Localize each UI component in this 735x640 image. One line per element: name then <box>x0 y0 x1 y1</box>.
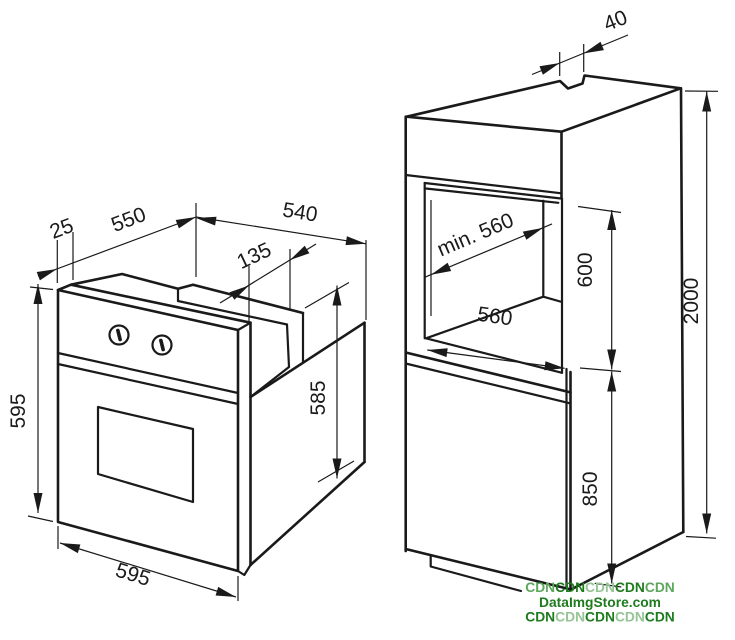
cabinet-side-top-edge <box>560 87 682 133</box>
oven-deck-front-edge <box>176 299 289 326</box>
cabinet-plinth <box>429 554 523 593</box>
niche-top-edge <box>423 181 564 200</box>
dim-label-total-height: 2000 <box>680 278 703 325</box>
cabinet-bottom-front-edge <box>404 547 573 591</box>
oven-door-top-band-right <box>236 321 252 332</box>
oven-drawing <box>56 272 366 577</box>
dim-label-oven-depth: 550 <box>108 203 149 237</box>
oven-knob-left <box>108 324 130 346</box>
oven-door-front <box>56 288 240 573</box>
dim-label-notch-width: 40 <box>600 6 630 36</box>
dim-label-body-depth: 540 <box>281 198 319 226</box>
watermark-brand: DataImgStore.com <box>539 595 661 610</box>
cabinet-base-band-bottom <box>404 362 572 405</box>
cabinet-worktop-band-bottom <box>404 173 563 195</box>
oven-door-bottom-band <box>236 563 252 577</box>
oven-control-panel-line-1 <box>56 351 240 395</box>
cabinet-back-right-edge <box>679 87 685 534</box>
cabinet-top-front-edge <box>405 115 563 133</box>
watermark-line-1: CDNCDNCDNCDNCDN <box>525 580 675 595</box>
dim-label-body-height: 585 <box>307 380 330 415</box>
oven-body-bottom-edge <box>249 460 366 567</box>
dim-label-niche-depth: min. 560 <box>434 209 517 262</box>
dim-label-oven-height: 595 <box>7 393 30 428</box>
cabinet-base-band-top <box>404 351 572 394</box>
cabinet-side-bottom-edge <box>569 530 685 591</box>
cabinet-top-face-outline <box>405 74 682 118</box>
oven-knob-right-slot <box>159 338 165 352</box>
dim-label-niche-height: 600 <box>574 252 597 287</box>
oven-deck-front-right-edge <box>285 323 291 369</box>
dim-label-base-height: 850 <box>579 471 602 506</box>
niche-right-wall-bottom-edge <box>542 295 564 304</box>
cabinet-dimensions: 40 min. 560 560 600 850 2000 <box>423 6 719 588</box>
oven-door-top-band <box>56 283 252 324</box>
oven-dimensions: 25 550 540 135 595 585 595 <box>7 198 367 601</box>
oven-side-top-edge <box>249 321 366 399</box>
cabinet-drawing <box>404 74 685 593</box>
dim-label-top-recess: 135 <box>234 238 275 274</box>
niche-floor-depth-edge <box>424 295 545 340</box>
oven-top-face <box>69 272 305 315</box>
oven-control-panel-line-2 <box>56 362 240 406</box>
dim-label-niche-width: 560 <box>476 303 514 331</box>
dim-label-door-offset: 25 <box>47 214 77 244</box>
oven-knob-left-slot <box>116 328 122 342</box>
niche-ceiling-back-edge <box>423 187 560 204</box>
dim-label-oven-width: 595 <box>113 559 153 591</box>
watermark: CDNCDNCDNCDNCDN DataImgStore.com CDNCDNC… <box>525 580 675 625</box>
watermark-line-3: CDNCDNCDNCDNCDN <box>525 610 675 625</box>
oven-door-window <box>96 405 195 504</box>
oven-knob-right <box>151 334 173 356</box>
niche-floor-front-edge <box>424 337 564 374</box>
